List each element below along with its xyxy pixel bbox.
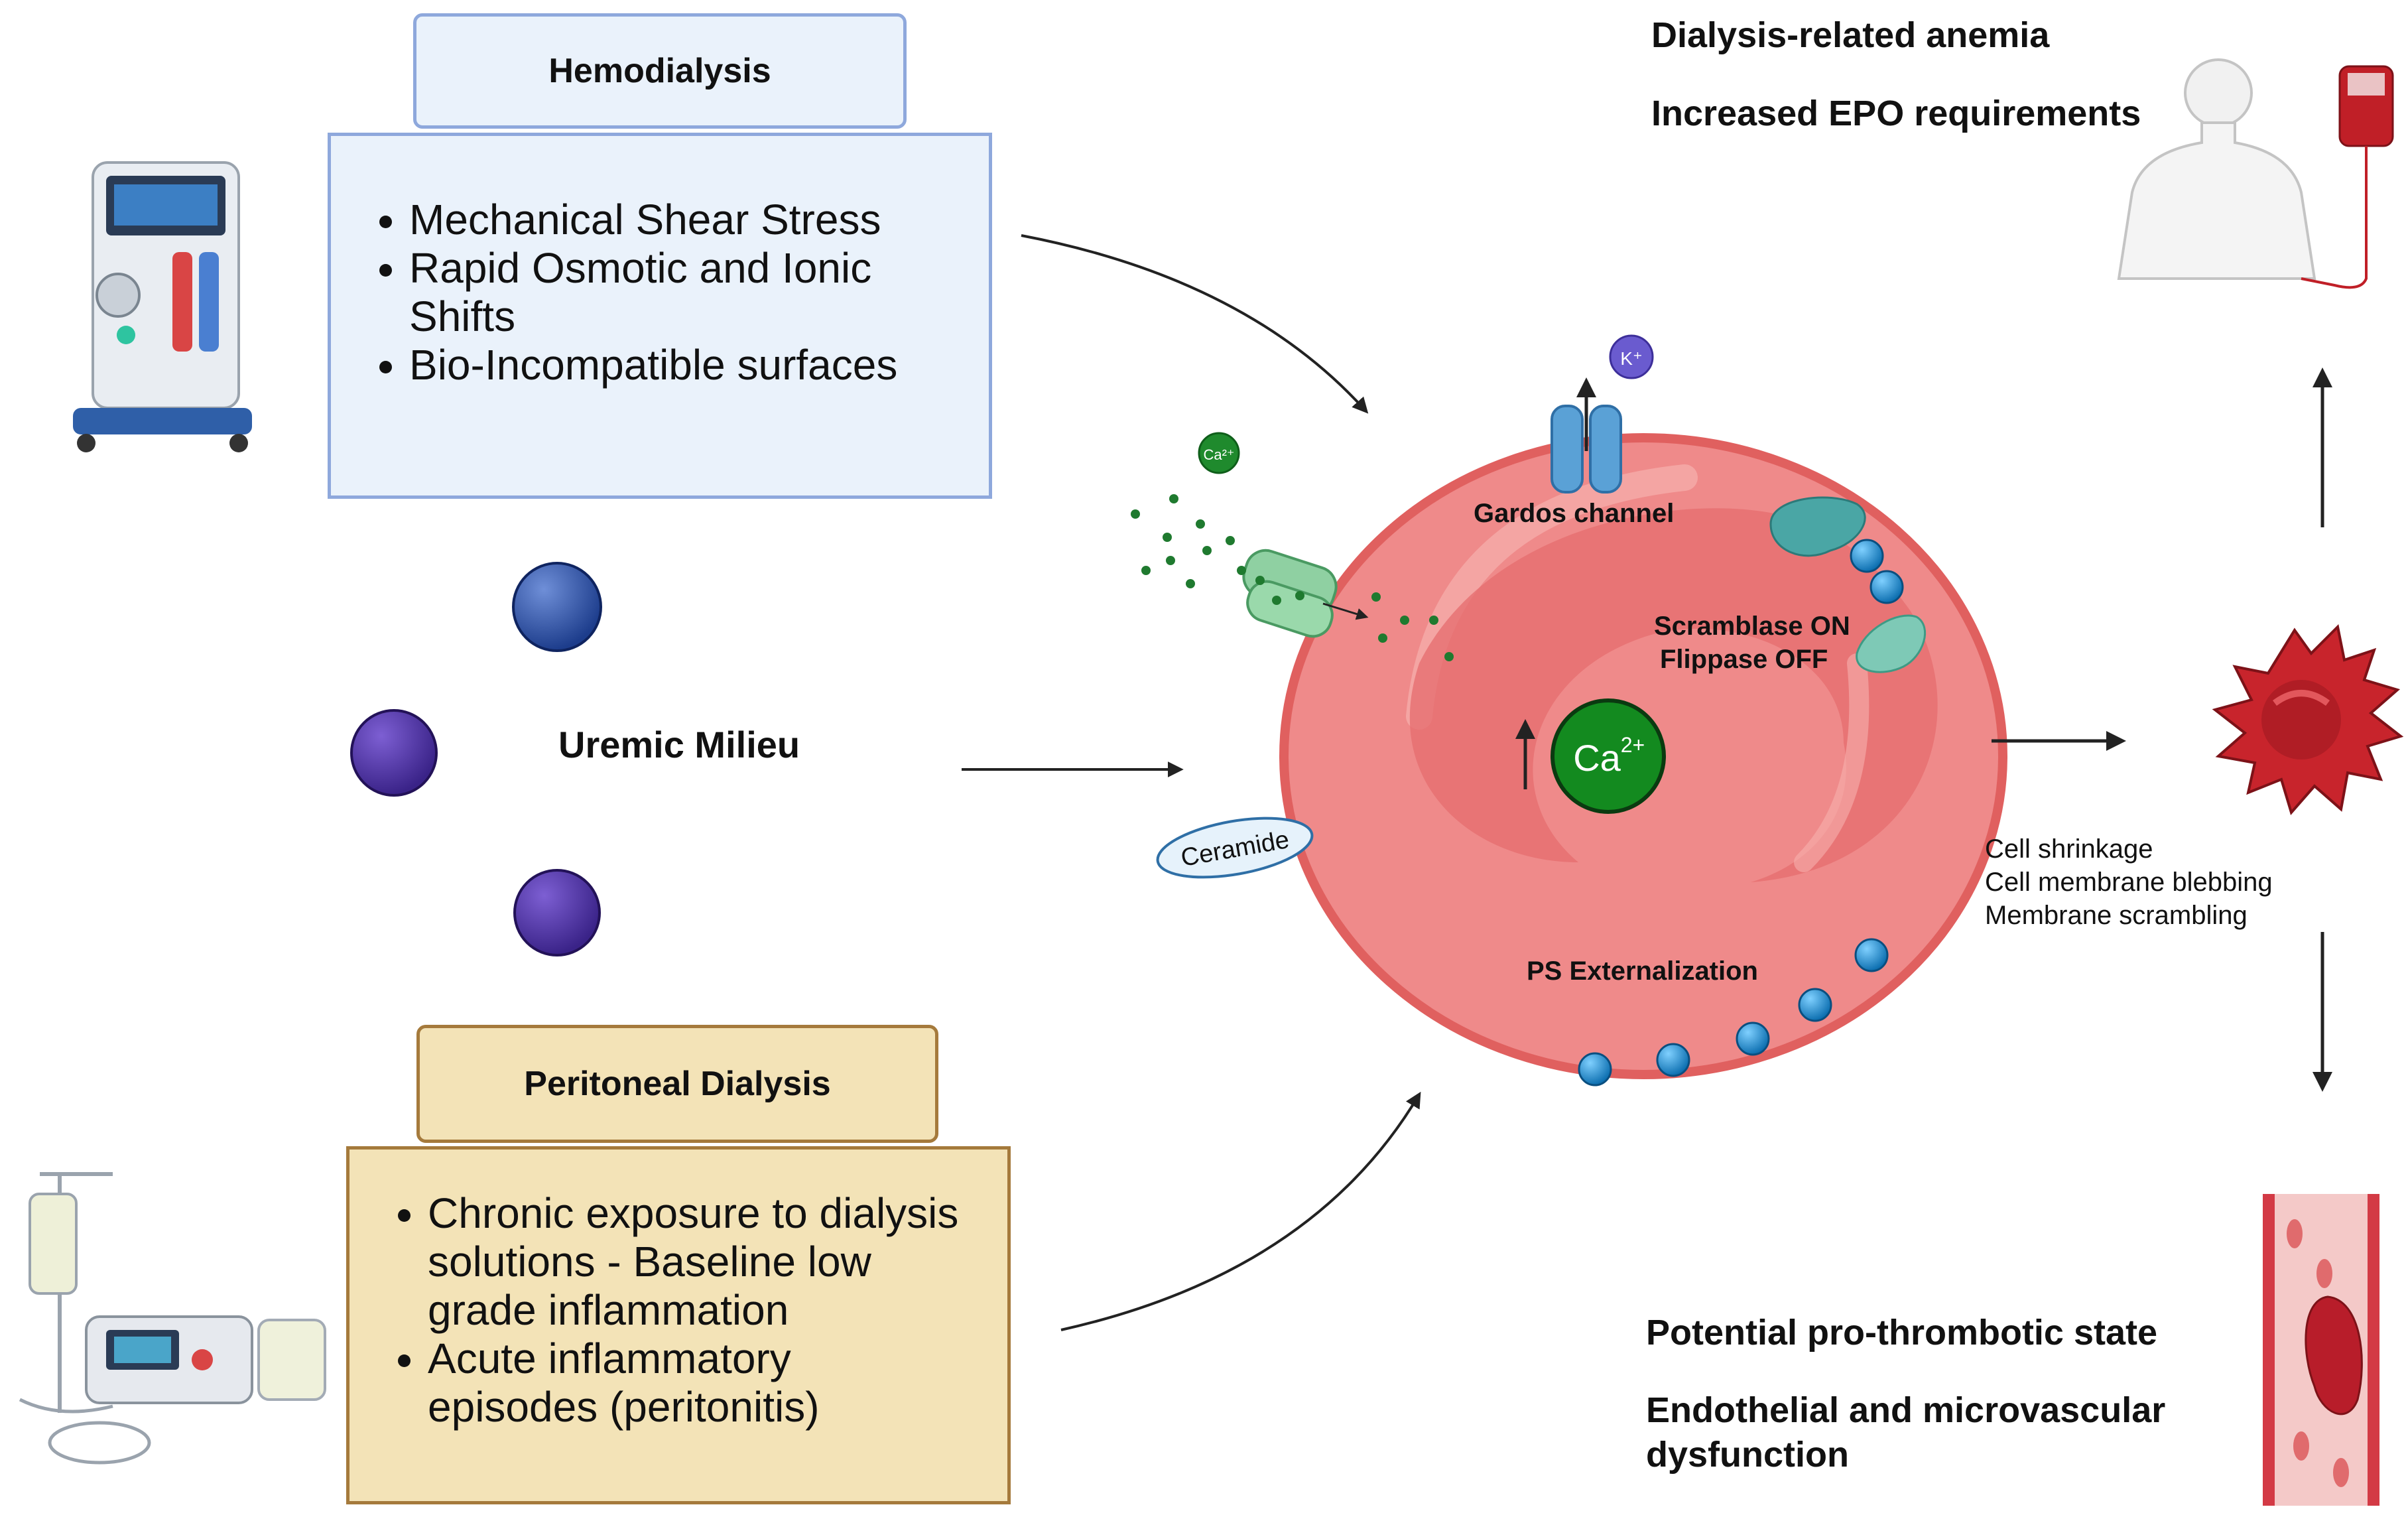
- scramblase-enzyme-icon: [1769, 496, 1866, 557]
- peritoneal-title: Peritoneal Dialysis: [524, 1065, 831, 1103]
- gardos-channel-icon: [1551, 377, 1622, 494]
- list-item: Rapid Osmotic and Ionic Shifts: [409, 244, 989, 341]
- patient-transfusion-icon: [2117, 58, 2394, 289]
- calcium-ion-dots: [1131, 494, 1454, 661]
- calcium-small-label: Ca²⁺: [1203, 446, 1234, 463]
- peritoneal-dialysis-equipment-icon: [19, 1172, 326, 1465]
- potassium-label: K⁺: [1620, 348, 1642, 369]
- peritoneal-factors-box: Chronic exposure to dialysis solutions -…: [346, 1146, 1011, 1504]
- list-item: Acute inflammatory episodes (peritonitis…: [428, 1335, 961, 1431]
- hemodialysis-factors-box: Mechanical Shear Stress Rapid Osmotic an…: [328, 133, 992, 499]
- uremic-toxin-sphere: [512, 562, 602, 652]
- echinocyte-icon: [2212, 624, 2404, 816]
- list-item: Cell membrane blebbing: [1985, 868, 2273, 897]
- peritoneal-factors-list: Chronic exposure to dialysis solutions -…: [349, 1189, 1007, 1431]
- thrombotic-label: Potential pro-thrombotic state: [1646, 1313, 2158, 1352]
- ps-bead-icons: [1578, 539, 1904, 1087]
- epo-label: Increased EPO requirements: [1651, 94, 2141, 133]
- hemodialysis-factors-list: Mechanical Shear Stress Rapid Osmotic an…: [331, 196, 989, 389]
- calcium-center-label: Ca: [1573, 737, 1621, 779]
- ceramide-shape: [1156, 817, 1314, 879]
- list-item: Membrane scrambling: [1985, 901, 2248, 930]
- list-item: Chronic exposure to dialysis solutions -…: [428, 1189, 961, 1335]
- list-item: Mechanical Shear Stress: [409, 196, 989, 244]
- calcium-channel-icon: [1242, 549, 1338, 638]
- uremic-toxin-sphere: [513, 869, 601, 956]
- list-item: Cell shrinkage: [1985, 834, 2153, 864]
- calcium-ion-icon: [1198, 432, 1240, 474]
- hemodialysis-title: Hemodialysis: [548, 52, 771, 90]
- peritoneal-title-box: Peritoneal Dialysis: [416, 1025, 938, 1143]
- hemodialysis-machine-icon: [73, 161, 252, 452]
- scramblase-label: Scramblase ON: [1654, 612, 1850, 641]
- calcium-influx-arrow: [1322, 602, 1369, 620]
- hemodialysis-arrow: [1021, 234, 1369, 414]
- ps-externalization-label: PS Externalization: [1527, 956, 1758, 986]
- flippase-label: Flippase OFF: [1660, 645, 1828, 674]
- list-item: Bio-Incompatible surfaces: [409, 341, 989, 389]
- blood-vessel-thrombus-icon: [2263, 1194, 2379, 1506]
- uremic-toxin-sphere: [350, 709, 438, 797]
- endothelial-label-line-2: dysfunction: [1646, 1435, 1849, 1475]
- rbc-changes-list: Cell shrinkage Cell membrane blebbing Me…: [1985, 832, 2273, 932]
- gardos-channel-label: Gardos channel: [1474, 499, 1675, 528]
- endothelial-label-line-1: Endothelial and microvascular: [1646, 1390, 2166, 1430]
- flippase-enzyme-icon: [1856, 614, 1927, 673]
- peritoneal-arrow: [1060, 1091, 1421, 1331]
- hemodialysis-title-box: Hemodialysis: [413, 13, 907, 129]
- uremic-milieu-label: Uremic Milieu: [558, 724, 800, 765]
- calcium-center-superscript: 2+: [1621, 733, 1645, 757]
- calcium-center-icon: [1551, 698, 1666, 814]
- anemia-label: Dialysis-related anemia: [1651, 15, 2050, 55]
- potassium-ion-icon: [1609, 334, 1654, 379]
